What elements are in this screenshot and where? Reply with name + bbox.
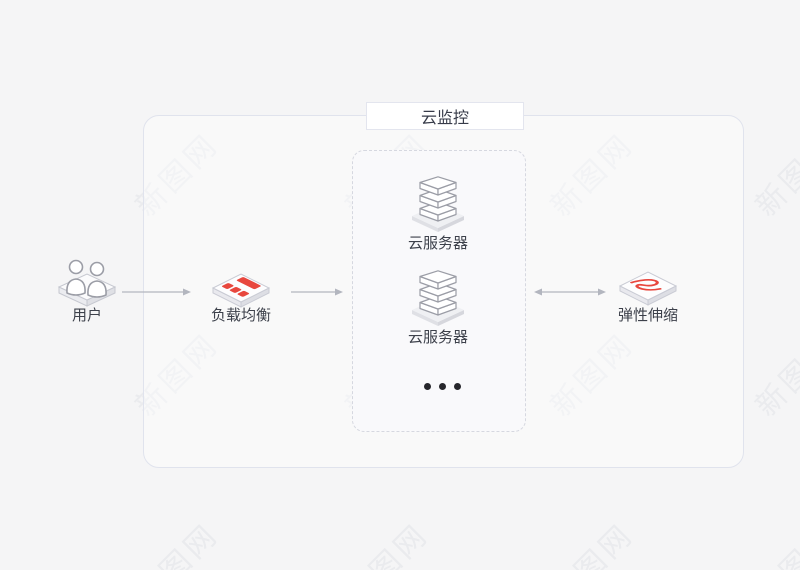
load-balancer-node-label: 负载均衡 (210, 307, 271, 324)
elastic-scaling-node-label: 弹性伸缩 (617, 307, 678, 324)
cloud-server-node-label: 云服务器 (407, 235, 468, 252)
watermark-text: 新图网 (749, 127, 800, 224)
elastic-scaling-tile-icon (618, 271, 678, 306)
watermark-text: 新图网 (544, 517, 641, 570)
watermark-text: 新图网 (749, 327, 800, 424)
more-servers-ellipsis-icon (419, 383, 465, 390)
two-users-platform-icon (57, 259, 117, 307)
server-stack-icon (412, 270, 464, 326)
server-stack-icon (412, 176, 464, 232)
cloud-monitor-title-box: 云监控 (366, 102, 524, 130)
cloud-server-node-label: 云服务器 (407, 329, 468, 346)
user-node-label: 用户 (71, 307, 102, 324)
arrow-user-to-loadbalancer (122, 288, 191, 296)
load-balancer-tile-icon (211, 273, 271, 308)
cloud-monitor-label: 云监控 (420, 110, 469, 127)
watermark-text: 新图网 (339, 517, 436, 570)
watermark-text: 新图网 (749, 517, 800, 570)
arrow-servers-elastic-bidirectional (534, 288, 606, 296)
watermark-text: 新图网 (129, 517, 226, 570)
arrow-loadbalancer-to-servers (291, 288, 343, 296)
